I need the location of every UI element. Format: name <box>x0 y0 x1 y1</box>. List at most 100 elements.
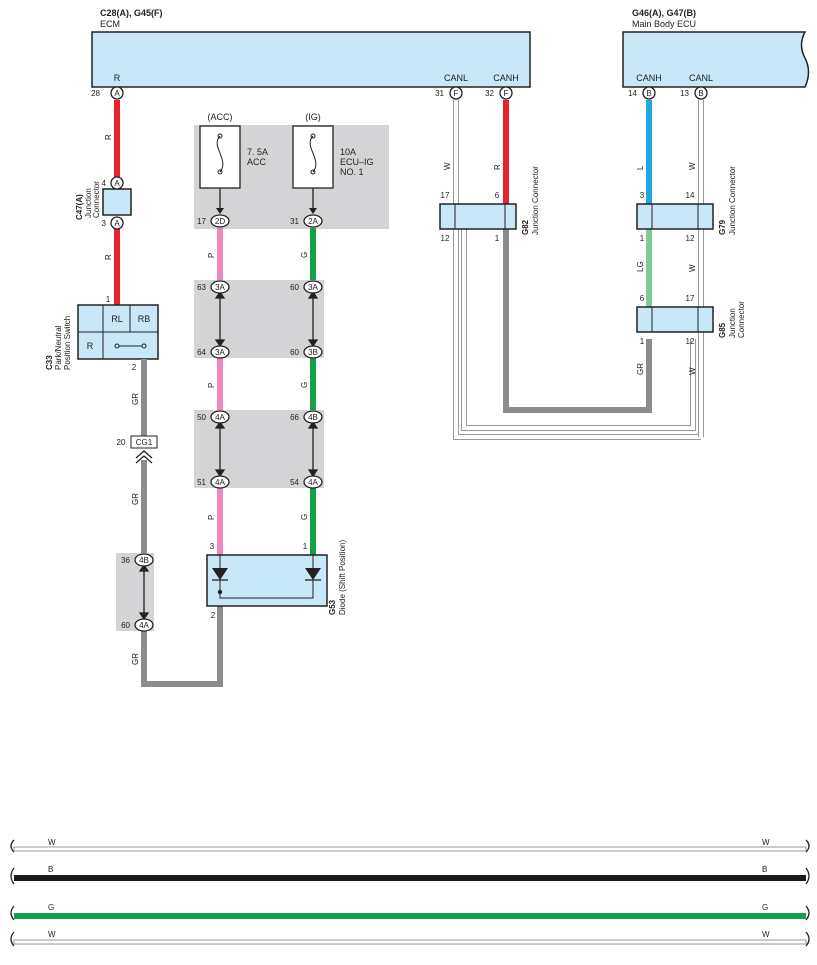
fuse-acc-bot-dot <box>217 169 223 175</box>
wire-label-canl-w: W <box>443 162 452 170</box>
pin-g2-bot-tag: 4A <box>308 478 318 487</box>
pin-ecm-canl-tag: F <box>454 89 459 98</box>
g79-pin-12: 12 <box>686 234 695 243</box>
pin-g2-top-no: 66 <box>290 413 299 422</box>
pin-ecm-r-tag: A <box>114 89 120 98</box>
g53-pin-out: 2 <box>211 611 216 620</box>
pin-mb-canl-no: 13 <box>680 89 689 98</box>
c47-junction-box <box>102 188 132 216</box>
legend-wire-b <box>14 875 806 881</box>
g85-name2: Connector <box>737 301 746 338</box>
legend-w1-left: W <box>48 838 56 847</box>
fuse-ig-group: (IG) <box>305 112 321 122</box>
c33-contact-b <box>141 343 147 349</box>
ecm-codes: C28(A), G45(F) <box>100 8 163 18</box>
g53-diode-p-icon <box>212 568 228 580</box>
fuse-acc-box <box>199 125 241 189</box>
pin-ecm-canh-circle <box>499 86 513 100</box>
pin-p2-top-ellipse <box>210 410 230 424</box>
pin-p2-bot-ellipse <box>210 475 230 489</box>
fuse-acc-name: ACC <box>247 157 267 167</box>
wire-label-lg: LG <box>636 261 645 272</box>
wire-label-g3: G <box>300 514 309 520</box>
pin-ig-tag: 2A <box>308 217 318 226</box>
legend-w1-left-cap <box>10 839 15 853</box>
pin-gr-top-ellipse <box>134 553 154 567</box>
legend-wire-w1 <box>13 846 807 852</box>
pin-mb-canh-no: 14 <box>628 89 637 98</box>
fuse-acc-rating: 7. 5A <box>247 147 268 157</box>
c33-code: C33 <box>45 355 54 370</box>
pin-ecm-canl-no: 31 <box>435 89 444 98</box>
g85-pin-17: 17 <box>686 294 695 303</box>
legend-w2-left-cap <box>10 931 15 947</box>
wire-w-ecm-canl <box>453 100 701 440</box>
connector-3-shade <box>194 280 324 358</box>
ecm-box <box>91 31 531 88</box>
fuse-ig-icon <box>309 135 317 173</box>
fuse-acc-icon <box>216 135 224 173</box>
pin-p1-bot-tag: 3A <box>215 348 225 357</box>
g53-name: Diode (Shift Position) <box>338 540 347 615</box>
g82-pin-17: 17 <box>441 191 450 200</box>
fuse-acc-group: (ACC) <box>208 112 233 122</box>
wire-label-w-bot: W <box>688 367 697 375</box>
wire-label-p2: P <box>207 383 216 388</box>
g53-code: G53 <box>328 599 337 615</box>
c33-name2: Position Switch <box>63 316 72 370</box>
main-body-ecu-codes: G46(A), G47(B) <box>632 8 696 18</box>
pin-mb-canl-tag: B <box>698 89 703 98</box>
legend-w1-right-cap <box>805 839 810 853</box>
pin-acc-tag: 2D <box>215 217 225 226</box>
pin-ecm-canh-tag: F <box>504 89 509 98</box>
fuse-acc-arrow-icon <box>216 208 224 214</box>
mb-pin-canh: CANH <box>636 73 662 83</box>
pin-g1-bot-no: 60 <box>290 348 299 357</box>
fuse-ig-top-dot <box>310 133 316 139</box>
pin-ecm-r-no: 28 <box>91 89 100 98</box>
wire-label-r-mid: R <box>104 254 113 260</box>
wire-label-gr2: GR <box>131 493 140 505</box>
pin-p1-top-no: 63 <box>197 283 206 292</box>
g85-code: G85 <box>718 322 727 338</box>
g82-pin-12: 12 <box>441 234 450 243</box>
pin-ecm-r-circle <box>110 86 124 100</box>
ecm-pin-r: R <box>114 73 121 83</box>
legend: W W B B G G W W <box>10 838 810 947</box>
pin-mb-canh-tag: B <box>646 89 651 98</box>
pin-p2-bot-no: 51 <box>197 478 206 487</box>
wire-label-canh-r: R <box>493 164 502 170</box>
g79-pin-14: 14 <box>686 191 695 200</box>
pin-gr-top-no: 36 <box>121 556 130 565</box>
fuse-ig-arrow-icon <box>309 208 317 214</box>
pin-p1-bot-no: 64 <box>197 348 206 357</box>
cg1-no: 20 <box>117 438 126 447</box>
pin-p1-top-tag: 3A <box>215 283 225 292</box>
pin-acc-no: 17 <box>197 217 206 226</box>
g53-pin-p: 3 <box>210 542 215 551</box>
pin-g1-bot-ellipse <box>303 345 323 359</box>
wire-w-ecm-canl-core <box>454 100 701 439</box>
wire-label-w-mid: W <box>688 264 697 272</box>
g85-pin-12: 12 <box>686 337 695 346</box>
mb-pin-canl: CANL <box>689 73 713 83</box>
wire-label-p3: P <box>207 515 216 520</box>
pin-g2-top-ellipse <box>303 410 323 424</box>
legend-b-right: B <box>762 865 767 874</box>
g85-name1: Junction <box>728 308 737 338</box>
legend-b-left-cap <box>10 867 15 885</box>
g53-junction-dot <box>217 589 223 595</box>
legend-b-left: B <box>48 865 53 874</box>
connector-links <box>138 290 319 621</box>
terminals: 28 A 31 F 32 F 14 B 13 B 4 A 3 A 17 2D 3… <box>91 86 708 632</box>
fuse-ig-box <box>292 125 334 189</box>
pin-c47-top-tag: A <box>114 179 120 188</box>
g79-code: G79 <box>718 219 727 235</box>
g79-name: Junction Connector <box>728 166 737 235</box>
legend-wire-w2 <box>13 939 807 945</box>
legend-b-right-cap <box>805 867 810 885</box>
wire-label-gr3: GR <box>131 653 140 665</box>
g79-pin-1: 1 <box>640 234 645 243</box>
pin-p2-top-no: 50 <box>197 413 206 422</box>
